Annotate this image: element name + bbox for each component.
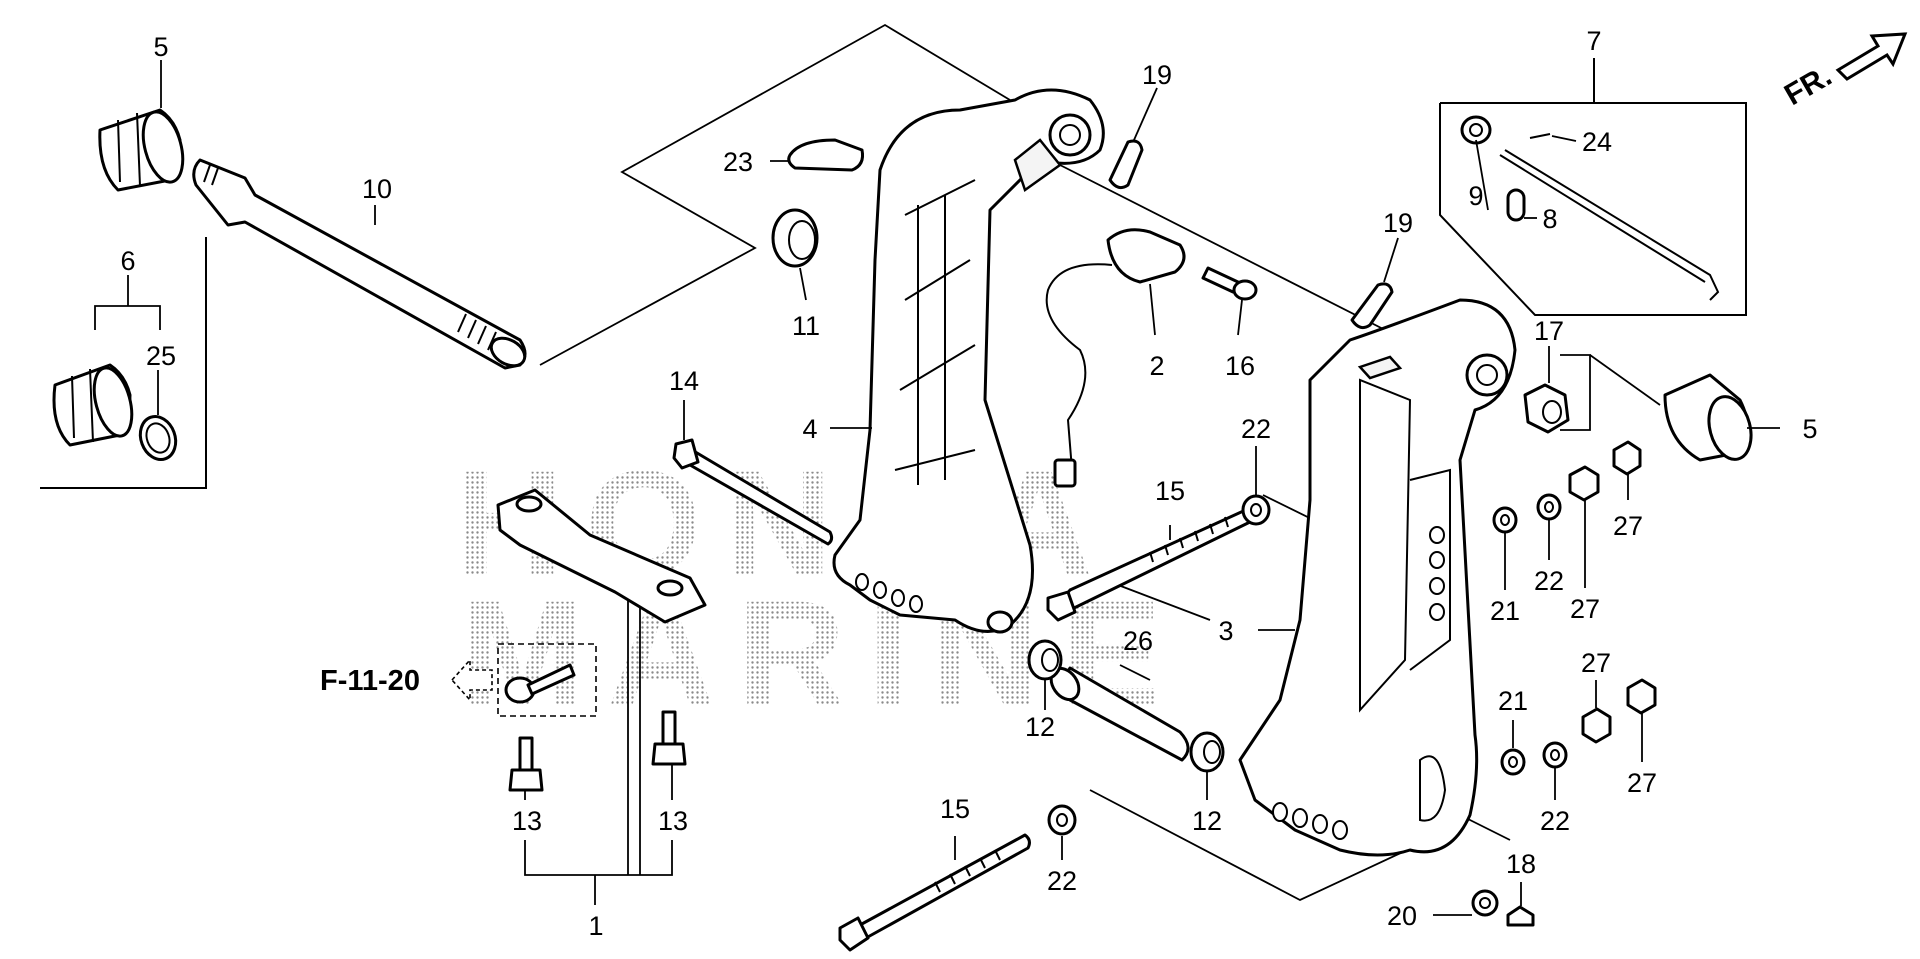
- part-2-trim-sensor: [1045, 228, 1186, 488]
- callout-27-a: 27: [1613, 511, 1643, 541]
- part-15-bolt-lower: [838, 833, 1031, 952]
- callout-21-upper: 21: [1490, 596, 1520, 626]
- reference-box: F-11-20: [320, 643, 597, 717]
- front-direction-arrow-icon: [1835, 32, 1908, 81]
- part-27-nut-a: [1568, 465, 1600, 502]
- part-24-pin: [1529, 133, 1551, 139]
- callout-11: 11: [792, 311, 820, 341]
- callout-19-lower: 19: [1383, 208, 1413, 238]
- callout-24: 24: [1582, 127, 1612, 157]
- group-frames: [40, 58, 1747, 905]
- callout-25: 25: [146, 341, 176, 371]
- callout-12-upper: 12: [1025, 712, 1055, 742]
- callout-27-c: 27: [1581, 648, 1611, 678]
- part-22-washer-a: [1241, 494, 1271, 526]
- part-12-bushing-lower: [1189, 731, 1225, 773]
- reference-code: F-11-20: [320, 665, 420, 697]
- part-22-washer-b: [1536, 493, 1562, 521]
- callout-27-b: 27: [1570, 594, 1600, 624]
- callout-19-upper: 19: [1142, 60, 1172, 90]
- part-25-o-ring: [138, 415, 178, 461]
- callout-22-right: 22: [1540, 806, 1570, 836]
- part-27-nut-c: [1581, 707, 1612, 744]
- callout-9: 9: [1468, 181, 1483, 211]
- callout-20: 20: [1387, 901, 1417, 931]
- part-16-screw: [1201, 266, 1258, 301]
- callout-27-d: 27: [1627, 768, 1657, 798]
- callout-22-middle: 22: [1534, 566, 1564, 596]
- callout-14: 14: [669, 366, 699, 396]
- callout-2: 2: [1149, 351, 1164, 381]
- callout-13-left: 13: [512, 806, 542, 836]
- washers-and-nuts: [1047, 440, 1657, 927]
- part-12-bushing-upper: [1027, 639, 1063, 681]
- part-13-bolt-right: [651, 710, 687, 766]
- part-18-nut: [1506, 905, 1535, 927]
- part-23-clip: [787, 138, 864, 172]
- callout-15-lower: 15: [940, 794, 970, 824]
- front-direction-indicator: FR.: [1779, 32, 1908, 112]
- part-21-washer-b: [1500, 748, 1526, 776]
- callout-21-lower: 21: [1498, 686, 1528, 716]
- callout-8: 8: [1542, 204, 1557, 234]
- callouts: 1 2 3 4 5 5 6 7 8 9 10 11 12 12 13 13 14…: [120, 26, 1817, 941]
- callout-5-left: 5: [153, 32, 168, 62]
- callout-leaders: [157, 58, 1780, 916]
- reference-arrow-icon: [450, 657, 493, 703]
- callout-1: 1: [588, 911, 603, 941]
- callout-22-lower: 22: [1047, 866, 1077, 896]
- part-22-washer-d: [1047, 804, 1077, 836]
- part-19-band-lower: [1350, 282, 1394, 330]
- callout-23: 23: [723, 147, 753, 177]
- part-21-washer-a: [1492, 506, 1518, 534]
- callout-3: 3: [1218, 616, 1233, 646]
- part-8-key: [1506, 188, 1526, 222]
- part-3-stern-bracket: [1238, 298, 1517, 857]
- part-14-bolt: [672, 438, 834, 546]
- part-10-tilt-shaft: [192, 158, 527, 370]
- part-4-swivel-bracket: [832, 88, 1105, 634]
- part-27-nut-b: [1612, 440, 1642, 476]
- front-direction-label: FR.: [1779, 59, 1837, 112]
- part-11-grommet: [771, 208, 819, 268]
- part-13-bolt-left: [508, 736, 544, 792]
- callout-10: 10: [362, 174, 392, 204]
- callout-26: 26: [1123, 626, 1153, 656]
- part-26-tilt-tube: [1049, 666, 1190, 762]
- part-17-nut: [1523, 383, 1570, 434]
- part-22-washer-c: [1542, 741, 1568, 769]
- part-19-band-upper: [1108, 139, 1144, 190]
- callout-4: 4: [802, 414, 817, 444]
- callout-12-lower: 12: [1192, 806, 1222, 836]
- callout-17: 17: [1534, 316, 1564, 346]
- part-9-grease-nipple: [1460, 115, 1492, 145]
- part-6-collar: [52, 363, 134, 447]
- part-5-collar-right: [1663, 373, 1753, 462]
- part-20-washer: [1471, 889, 1499, 917]
- callout-7: 7: [1586, 26, 1601, 56]
- part-5-collar-left: [98, 108, 185, 192]
- part-27-nut-d: [1626, 678, 1657, 715]
- tilt-lock-rod: [1499, 149, 1720, 301]
- callout-22-upper: 22: [1241, 414, 1271, 444]
- callout-18: 18: [1506, 849, 1536, 879]
- callout-5-right: 5: [1802, 414, 1817, 444]
- part-1-plate: [496, 488, 707, 624]
- callout-6: 6: [120, 246, 135, 276]
- callout-13-right: 13: [658, 806, 688, 836]
- callout-16: 16: [1225, 351, 1255, 381]
- callout-15-upper: 15: [1155, 476, 1185, 506]
